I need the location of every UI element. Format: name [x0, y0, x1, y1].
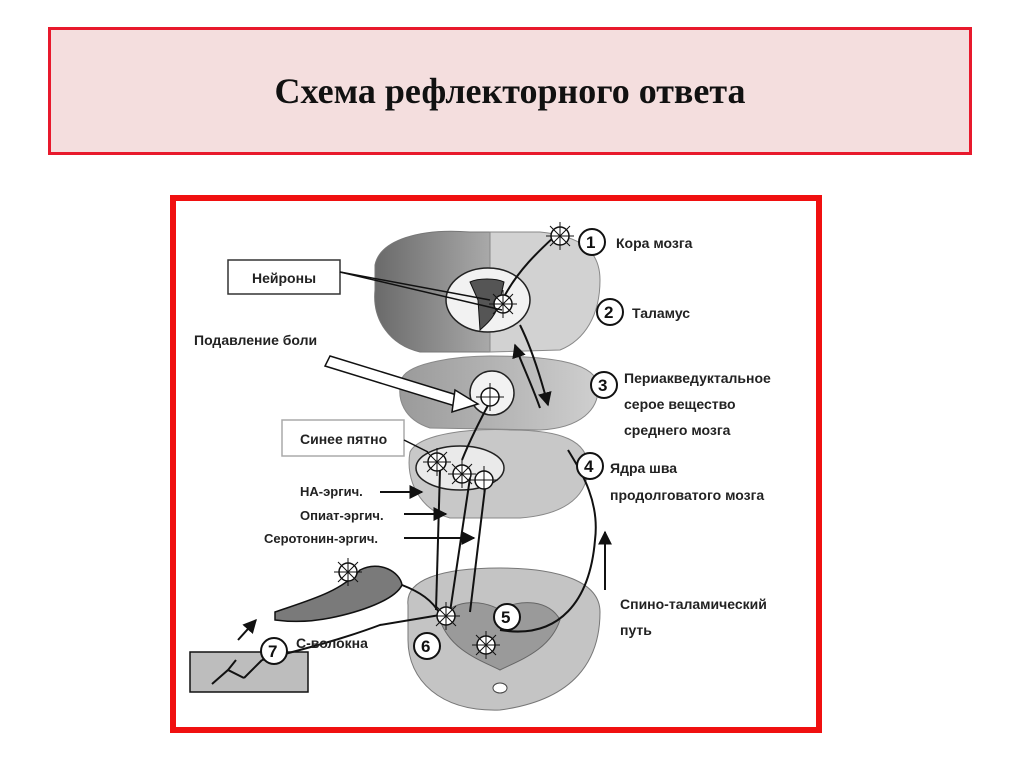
legend-raphe-line1: Ядра шва: [610, 460, 677, 476]
neurons-label-box: [227, 259, 341, 295]
neurons-label: Нейроны: [252, 270, 316, 286]
legend-thalamus: Таламус: [632, 305, 690, 321]
marker-7: 7: [268, 642, 277, 661]
numbered-markers: 1 2 3 4 5 6 7: [260, 228, 624, 665]
locus-coeruleus-box: [281, 419, 405, 457]
pathway-label-line1: Спино-таламический: [620, 596, 767, 612]
spinal-cord-section: [407, 567, 601, 711]
nerve-ending: [211, 659, 263, 685]
marker-6: 6: [421, 637, 430, 656]
legend-cortex: Кора мозга: [616, 235, 693, 251]
slide-title: Схема рефлекторного ответа: [274, 71, 746, 111]
brain-section: [374, 230, 601, 353]
neuron-spikes: [334, 222, 574, 659]
na-ergic-label: НА-эргич.: [300, 484, 363, 499]
legend-pag-line3: среднего мозга: [624, 422, 731, 438]
medulla-section: [408, 429, 589, 519]
marker-5: 5: [501, 608, 510, 627]
marker-1: 1: [586, 233, 595, 252]
legend-raphe-line2: продолговатого мозга: [610, 487, 764, 503]
pathway-label-line2: путь: [620, 622, 652, 638]
locus-coeruleus-label: Синее пятно: [300, 431, 387, 447]
dorsal-root-ganglion: [274, 565, 403, 623]
marker-4: 4: [584, 457, 594, 476]
pain-suppression-label: Подавление боли: [194, 332, 317, 348]
marker-3: 3: [598, 376, 607, 395]
slide-title-box: Схема рефлекторного ответа: [48, 27, 972, 155]
serotonin-ergic-label: Серотонин-эргич.: [264, 531, 378, 546]
legend-pag-line2: серое вещество: [624, 396, 736, 412]
legend-pag-line1: Периакведуктальное: [624, 370, 771, 386]
opiate-ergic-label: Опиат-эргич.: [300, 508, 384, 523]
marker-2: 2: [604, 303, 613, 322]
c-fibers-label: С-волокна: [296, 635, 368, 651]
